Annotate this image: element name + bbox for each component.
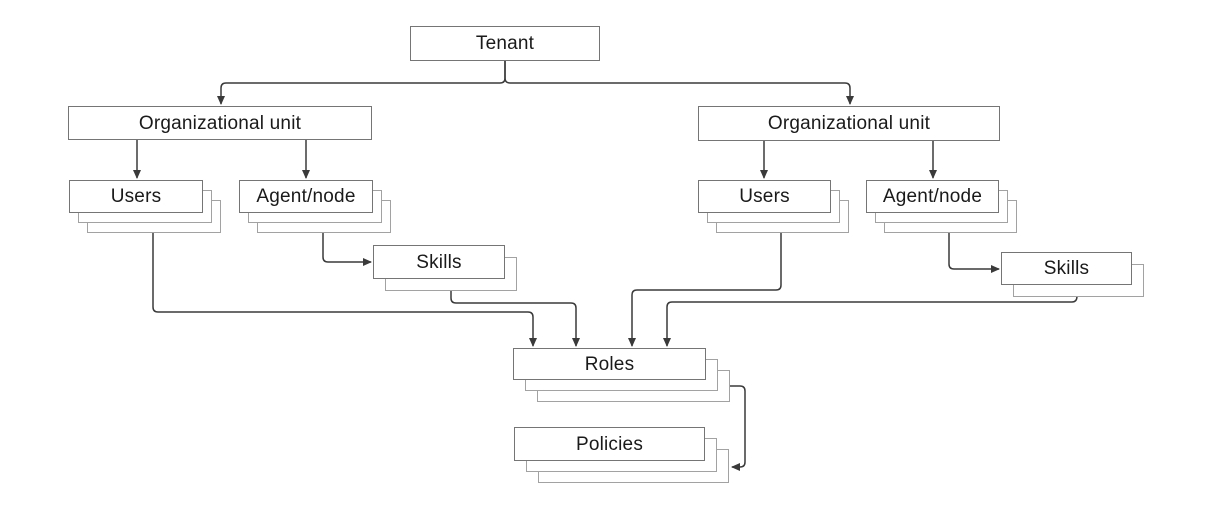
node-skills-right-label: Skills: [1043, 258, 1090, 279]
edge-tenant-org-left: [217, 61, 506, 105]
node-policies-label: Policies: [575, 433, 644, 455]
edge-agent-left-skills-left: [322, 233, 372, 266]
node-users-left-label: Users: [110, 186, 162, 207]
node-org-unit-left: Organizational unit: [68, 106, 372, 140]
node-users-right-label: Users: [739, 186, 790, 207]
node-agent-node-left: Agent/node: [239, 180, 391, 233]
node-tenant-label: Tenant: [475, 33, 535, 54]
edge-skills-right-roles: [663, 295, 1078, 347]
edge-skills-left-roles: [450, 291, 580, 347]
node-skills-right: Skills: [1001, 252, 1144, 297]
edge-roles-policies: [730, 385, 746, 471]
node-skills-left-label: Skills: [416, 251, 462, 273]
node-org-unit-right-label: Organizational unit: [767, 113, 931, 134]
node-agent-node-right: Agent/node: [866, 180, 1017, 233]
node-org-unit-right: Organizational unit: [698, 106, 1000, 141]
node-org-unit-left-label: Organizational unit: [138, 112, 302, 134]
edge-agent-right-skills-right: [948, 233, 1000, 273]
node-policies: Policies: [514, 427, 729, 483]
edge-users-right-roles: [628, 233, 782, 347]
node-users-left: Users: [69, 180, 221, 233]
node-roles: Roles: [513, 348, 730, 402]
edge-tenant-org-right: [504, 61, 854, 105]
node-users-right: Users: [698, 180, 849, 233]
node-skills-left: Skills: [373, 245, 517, 291]
edge-users-left-roles: [152, 233, 537, 347]
node-tenant: Tenant: [410, 26, 600, 61]
node-roles-label: Roles: [584, 353, 635, 375]
node-agent-node-right-label: Agent/node: [882, 186, 983, 207]
node-agent-node-left-label: Agent/node: [256, 186, 356, 207]
